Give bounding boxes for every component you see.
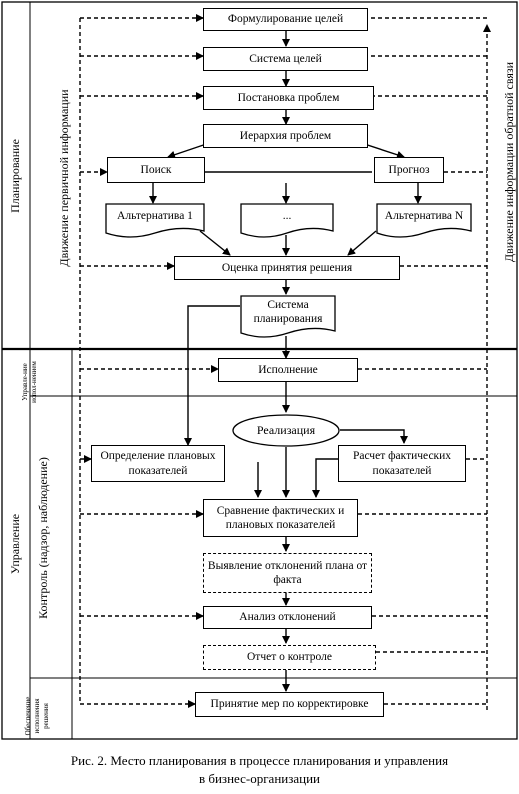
node-deviation-detection: Выявление отклонений плана от факта xyxy=(203,553,372,593)
document-shape xyxy=(240,203,334,238)
node-comparison: Сравнение фактических и плановых показат… xyxy=(203,499,358,537)
node-alt-dots-label: ... xyxy=(282,210,292,223)
node-alt-dots: ... xyxy=(240,203,334,239)
node-goals: Формулирование целей xyxy=(203,8,368,31)
node-planning-system: Система планирования xyxy=(240,295,336,339)
node-deviation-analysis: Анализ отклонений xyxy=(203,606,372,629)
document-shape xyxy=(105,203,205,238)
node-planned-indicators: Определение плановых показателей xyxy=(91,445,225,482)
node-problem-hierarchy: Иерархия проблем xyxy=(203,124,368,148)
ellipse-shape xyxy=(232,414,340,447)
figure-caption-line2: в бизнес-организации xyxy=(198,771,321,786)
node-alt1-label: Альтернатива 1 xyxy=(117,210,193,223)
node-realization-label: Реализация xyxy=(256,423,316,437)
section-label-management: Управление xyxy=(8,513,22,575)
node-forecast: Прогноз xyxy=(374,157,444,183)
node-search: Поиск xyxy=(107,157,205,183)
node-control-report: Отчет о контроле xyxy=(203,645,376,670)
node-planning-system-label: Система планирования xyxy=(253,299,323,325)
node-altN: Альтернатива N xyxy=(376,203,472,239)
document-shape xyxy=(376,203,472,238)
node-decision-eval: Оценка принятия решения xyxy=(174,256,400,280)
decision-support-text: Обеспечение исполнения решения xyxy=(24,696,50,736)
node-realization: Реализация xyxy=(232,414,340,447)
document-shape xyxy=(240,295,336,338)
figure-caption-line1: Рис. 2. Место планирования в процессе пл… xyxy=(70,753,449,768)
section-label-planning: Планирование xyxy=(8,139,22,213)
flow-label-feedback-info: Движение информации обратной связи xyxy=(502,61,516,263)
node-problem-statement: Постановка проблем xyxy=(203,86,374,110)
execution-mgmt-text: Управле-ние испол-нением xyxy=(21,361,38,403)
node-execution: Исполнение xyxy=(218,358,358,382)
section-label-decision-support: Обеспечение исполнения решения xyxy=(24,686,60,746)
node-altN-label: Альтернатива N xyxy=(384,210,464,223)
flow-label-primary-info: Движение первичной информации xyxy=(57,89,71,267)
node-actual-calc: Расчет фактических показателей xyxy=(338,445,466,482)
outer-frame xyxy=(1,1,518,740)
node-goal-system: Система целей xyxy=(203,47,368,71)
section-label-control: Контроль (надзор, наблюдение) xyxy=(36,457,50,619)
node-corrective-measures: Принятие мер по корректировке xyxy=(195,692,384,717)
node-alt1: Альтернатива 1 xyxy=(105,203,205,239)
primary-info-flow xyxy=(79,14,219,708)
feedback-flow xyxy=(358,17,491,710)
section-label-execution-mgmt: Управле-ние испол-нением xyxy=(21,357,53,407)
